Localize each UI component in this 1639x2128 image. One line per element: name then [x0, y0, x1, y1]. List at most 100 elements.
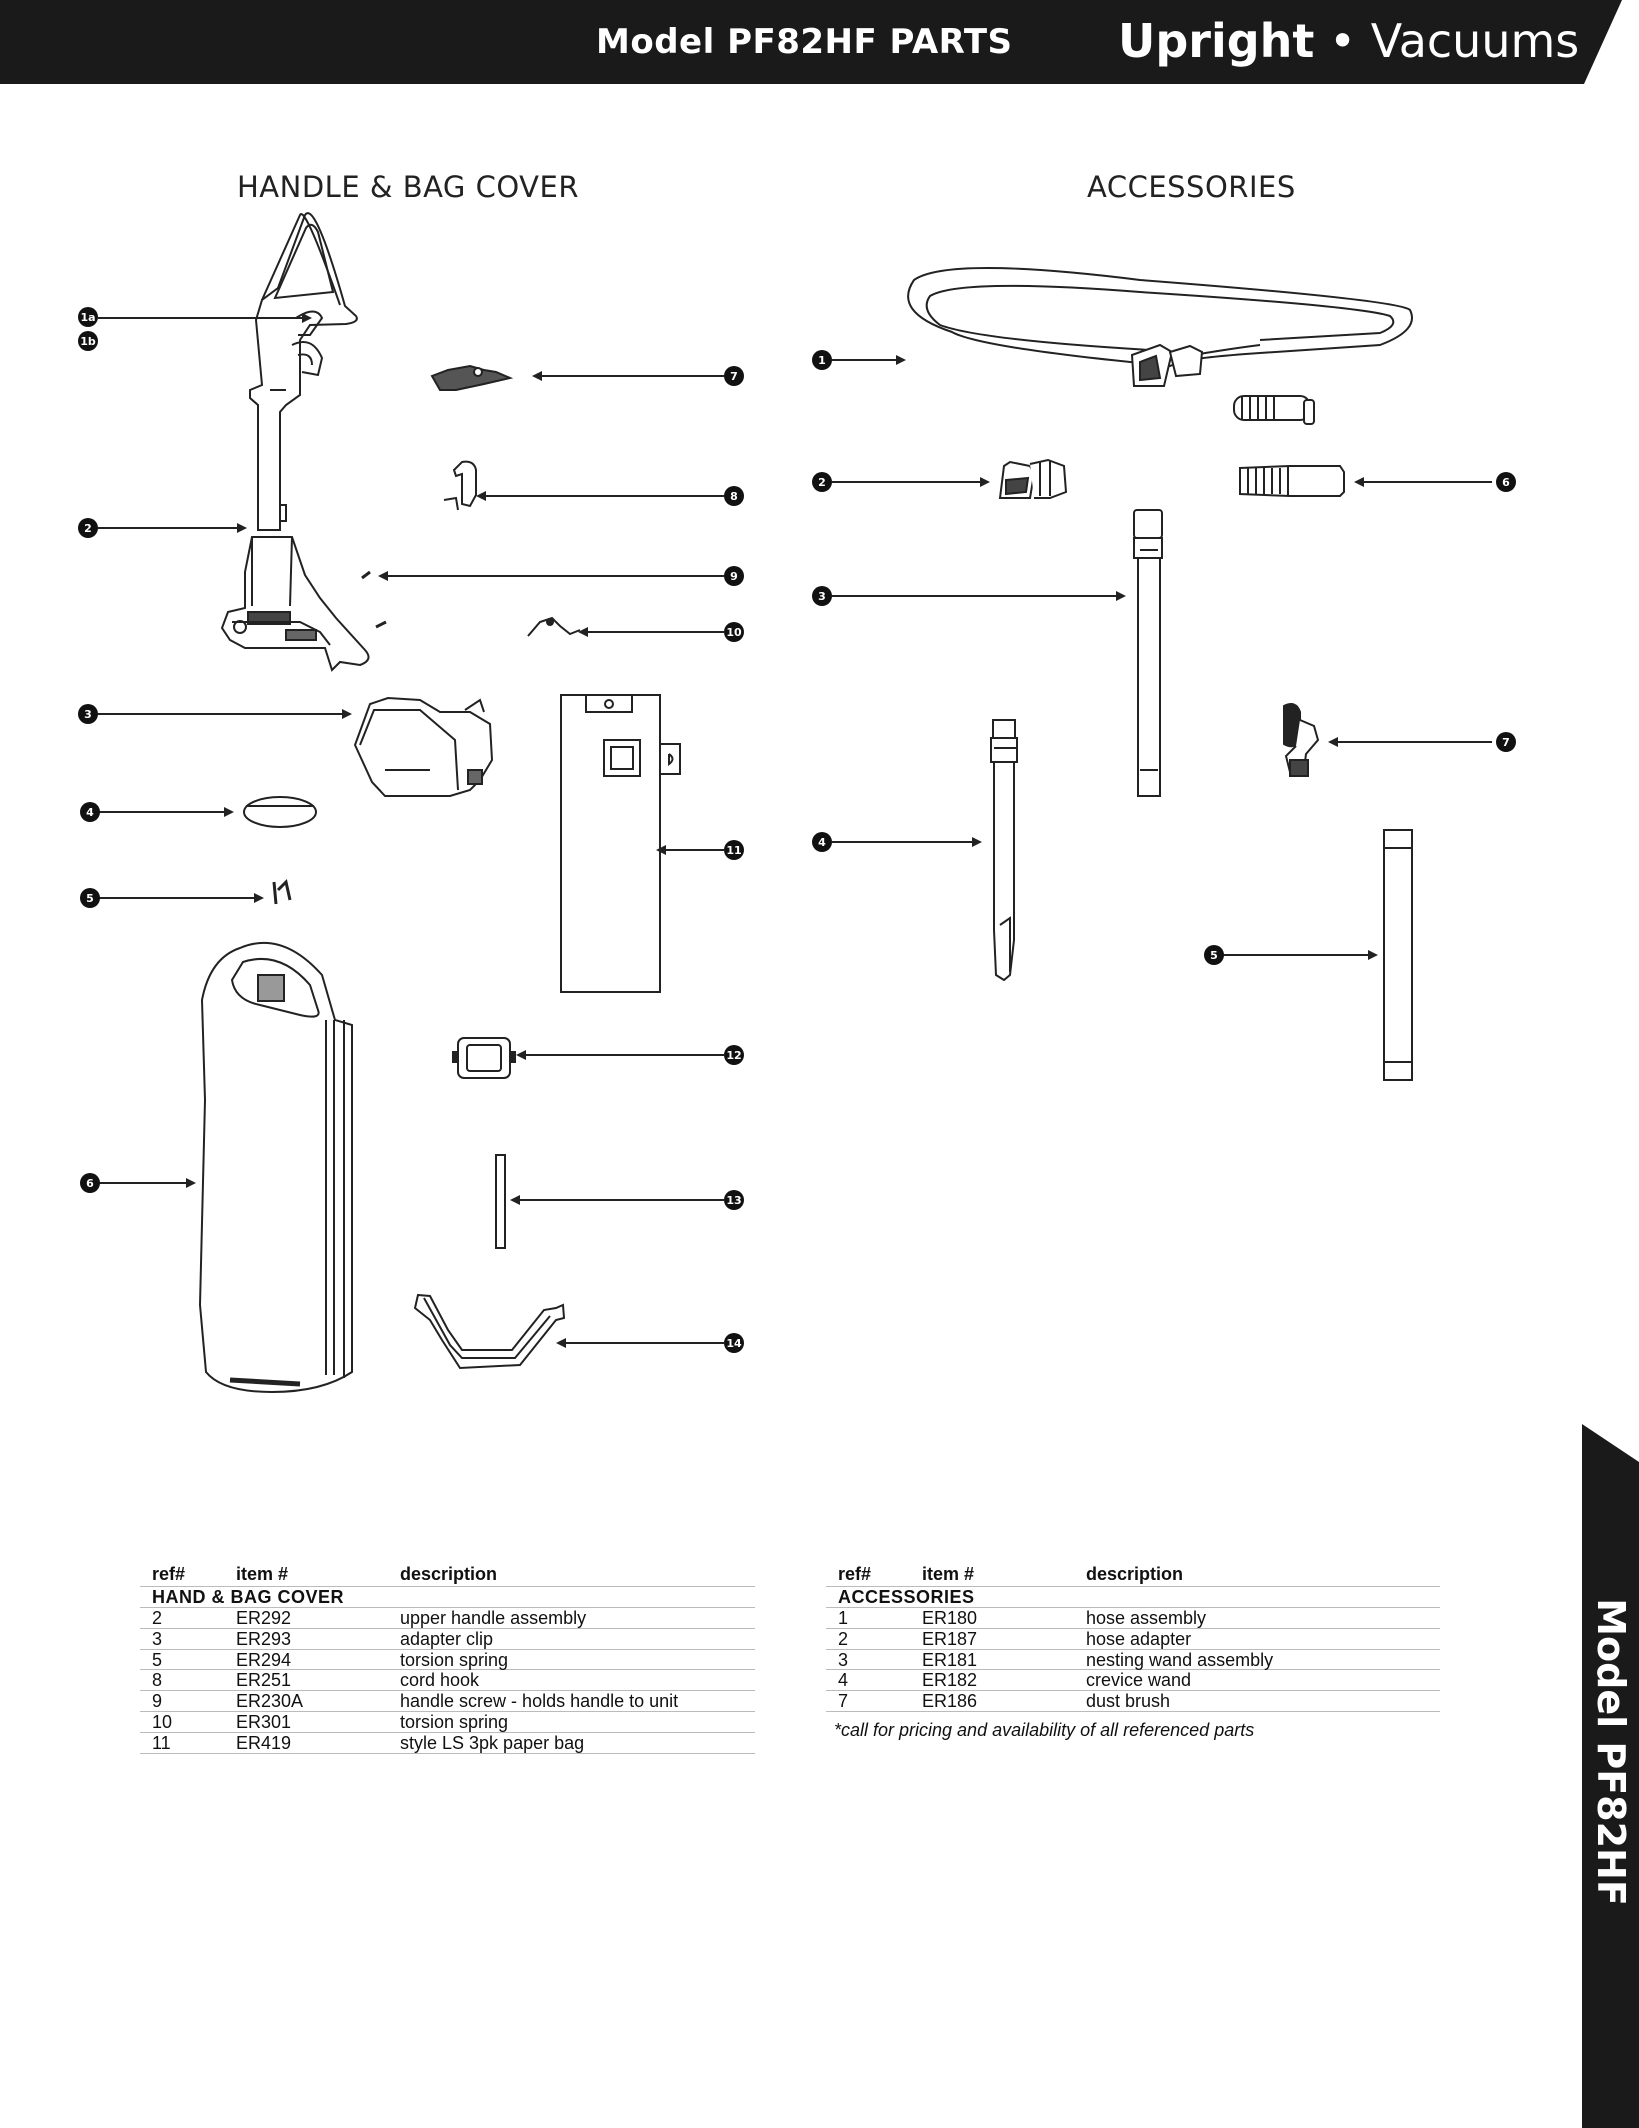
nesting-wand-drawing	[1133, 509, 1163, 797]
callout-7: 7	[730, 370, 738, 383]
part-13-drawing	[495, 1154, 506, 1249]
hose-assembly-drawing	[907, 267, 1413, 425]
parts-diagram: 1a 1b 2 3 4 5 6 7 8 9 10 11 12 13 14 1 2…	[78, 212, 1516, 1394]
callout-10: 10	[726, 626, 742, 639]
model-parts-title: Model PF82HF PARTS	[596, 22, 1013, 62]
cell-item: ER230A	[236, 1691, 304, 1712]
section-title-accessories: ACCESSORIES	[1087, 170, 1296, 204]
cord-hook-drawing	[443, 460, 477, 511]
section-title-handle-bag-cover: HANDLE & BAG COVER	[237, 170, 579, 204]
table-section-label: HAND & BAG COVER	[140, 1587, 755, 1608]
cell-ref: 5	[152, 1649, 163, 1670]
cell-item: ER293	[236, 1628, 292, 1649]
cell-ref: 2	[838, 1628, 849, 1649]
category-light: Vacuums	[1370, 14, 1580, 68]
cell-desc: crevice wand	[1086, 1670, 1192, 1691]
cell-item: ER292	[236, 1608, 292, 1628]
screw-drawing	[361, 570, 387, 629]
col-ref: ref#	[838, 1564, 872, 1584]
handle-base-drawing	[220, 536, 370, 672]
callout-3: 3	[84, 708, 92, 721]
callout-2: 2	[84, 522, 92, 535]
upper-handle-drawing	[249, 212, 358, 531]
cell-item: ER182	[922, 1670, 978, 1691]
torsion-spring-drawing	[272, 879, 292, 905]
cell-item: ER294	[236, 1649, 292, 1670]
table-header: ref# item # description	[140, 1564, 755, 1587]
callout-4: 4	[86, 806, 94, 819]
cell-ref: 8	[152, 1670, 163, 1691]
part-14-drawing	[413, 1293, 566, 1370]
callout-12: 12	[726, 1049, 741, 1062]
category-bullet: •	[1329, 14, 1357, 68]
category-title: Upright • Vacuums	[1118, 14, 1579, 68]
leader-lines	[98, 317, 1492, 1344]
accessory-part-5-drawing	[1383, 829, 1413, 1081]
dust-brush-drawing	[1283, 703, 1320, 777]
callout-14: 14	[726, 1337, 742, 1350]
section-label: ACCESSORIES	[838, 1587, 975, 1607]
cell-item: ER186	[922, 1691, 978, 1712]
callout-8: 8	[730, 490, 738, 503]
header-banner: Model PF82HF PARTS Upright • Vacuums	[0, 0, 1639, 84]
cell-desc: hose assembly	[1086, 1608, 1207, 1628]
callout-acc-3: 3	[818, 590, 826, 603]
table-section-label: ACCESSORIES	[826, 1587, 1440, 1608]
cell-desc: torsion spring	[400, 1711, 509, 1732]
spring-drawing	[527, 616, 581, 637]
callout-acc-2: 2	[818, 476, 826, 489]
cell-ref: 3	[838, 1649, 849, 1670]
category-bold: Upright	[1118, 14, 1315, 68]
callout-11: 11	[726, 844, 741, 857]
col-description: description	[1086, 1564, 1184, 1584]
accessory-part-6-drawing	[1239, 465, 1345, 497]
hose-adapter-drawing	[998, 458, 1068, 499]
adapter-clip-drawing	[353, 696, 494, 797]
cell-desc: upper handle assembly	[400, 1608, 587, 1628]
cell-ref: 3	[152, 1628, 163, 1649]
callout-acc-1: 1	[818, 354, 826, 367]
table-row: 3 ER293 adapter clip	[140, 1629, 755, 1650]
callout-acc-4: 4	[818, 836, 826, 849]
callout-6: 6	[86, 1177, 94, 1190]
part-7-drawing	[430, 364, 514, 391]
table-row: 4 ER182 crevice wand	[826, 1670, 1440, 1692]
cell-desc: hose adapter	[1086, 1628, 1192, 1649]
section-label: HAND & BAG COVER	[152, 1587, 345, 1607]
table-row: 2 ER292 upper handle assembly	[140, 1608, 755, 1629]
callout-1a: 1a	[80, 311, 95, 324]
callout-5: 5	[86, 892, 94, 905]
cell-desc: handle screw - holds handle to unit	[400, 1691, 679, 1712]
callout-markers: 1a 1b 2 3 4 5 6 7 8 9 10 11 12 13 14 1 2…	[78, 307, 1516, 1353]
callout-acc-6: 6	[1502, 476, 1510, 489]
callout-acc-5: 5	[1210, 949, 1218, 962]
table-header: ref# item # description	[826, 1564, 1440, 1587]
cell-item: ER251	[236, 1670, 292, 1691]
part-12-drawing	[452, 1037, 516, 1079]
table-row: 8 ER251 cord hook	[140, 1670, 755, 1692]
cell-item: ER301	[236, 1711, 292, 1732]
callout-13: 13	[726, 1194, 741, 1207]
part-4-drawing	[243, 796, 317, 828]
cell-ref: 4	[838, 1670, 849, 1691]
cell-desc: nesting wand assembly	[1086, 1649, 1274, 1670]
cell-desc: adapter clip	[400, 1628, 494, 1649]
col-item: item #	[922, 1564, 975, 1584]
col-item: item #	[236, 1564, 289, 1584]
cell-ref: 11	[152, 1732, 171, 1753]
cell-desc: torsion spring	[400, 1649, 509, 1670]
cell-ref: 2	[152, 1608, 163, 1628]
cell-item: ER419	[236, 1732, 292, 1753]
cell-item: ER187	[922, 1628, 978, 1649]
cell-desc: dust brush	[1086, 1691, 1171, 1712]
crevice-wand-drawing	[990, 719, 1018, 982]
side-tab-label: Model PF82HF	[1589, 1598, 1633, 1906]
cell-desc: cord hook	[400, 1670, 480, 1691]
cell-ref: 1	[838, 1608, 849, 1628]
